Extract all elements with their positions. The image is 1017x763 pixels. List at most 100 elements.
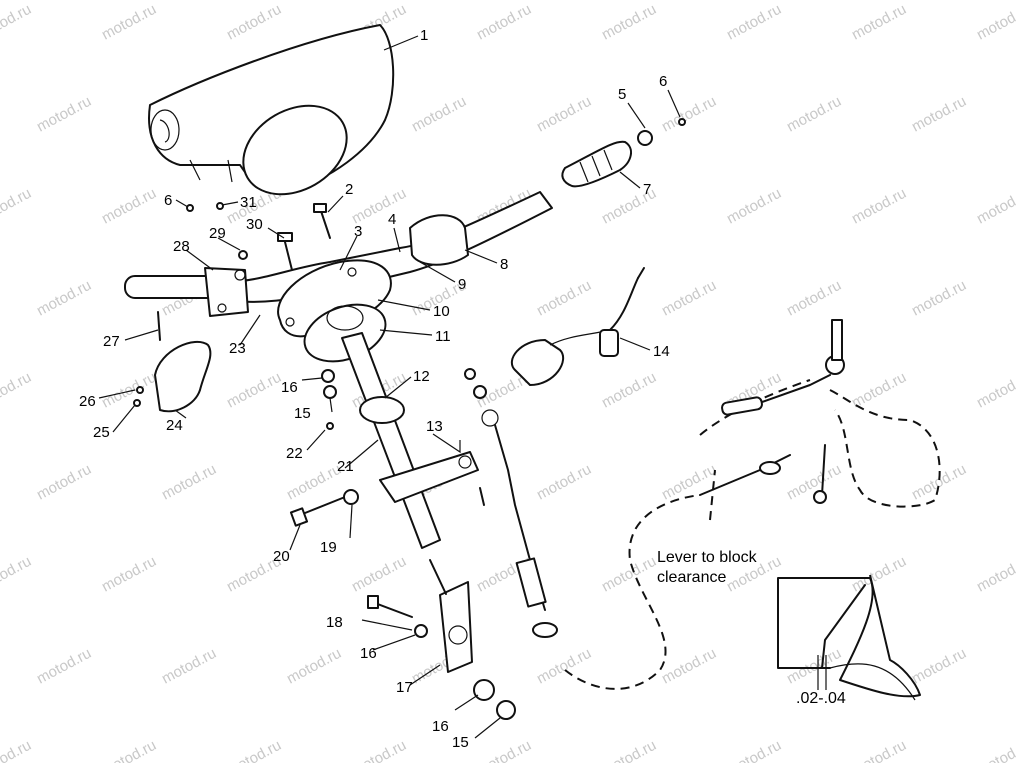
watermark-text: motod.ru [34, 645, 94, 688]
watermark-text: motod.ru [349, 737, 409, 763]
watermark-text: motod.ru [849, 369, 909, 412]
steering-hub-icon [277, 259, 392, 363]
watermark-text: motod.ru [974, 185, 1017, 228]
watermark-text: motod.ru [974, 369, 1017, 412]
watermark-text: motod.ru [534, 461, 594, 504]
watermark-text: motod.ru [409, 93, 469, 136]
watermark-text: motod.ru [99, 553, 159, 596]
watermark-text: motod.ru [534, 277, 594, 320]
watermark-text: motod.ru [724, 737, 784, 763]
watermark-text: motod.ru [159, 461, 219, 504]
watermark-text: motod.ru [784, 277, 844, 320]
callout-17: 17 [396, 679, 413, 696]
clearance-inset [777, 574, 921, 701]
watermark-text: motod.ru [849, 553, 909, 596]
watermark-text: motod.ru [34, 93, 94, 136]
callout-22: 22 [286, 445, 303, 462]
tether-switch-icon [510, 267, 645, 386]
callout-23: 23 [229, 340, 246, 357]
callout-6-pad: 6 [164, 192, 172, 209]
watermark-text: motod.ru [284, 461, 344, 504]
watermark-text: motod.ru [99, 1, 159, 44]
callout-25: 25 [93, 424, 110, 441]
watermark-text: motod.ru [284, 645, 344, 688]
watermark-text: motod.ru [159, 645, 219, 688]
callout-16: 16 [281, 379, 298, 396]
watermark-text: motod.ru [99, 185, 159, 228]
watermark-text: motod.ru [974, 1, 1017, 44]
watermark-text: motod.ru [659, 645, 719, 688]
watermark-text: motod.ru [0, 553, 34, 596]
watermark-text: motod.ru [909, 461, 969, 504]
watermark-text: motod.ru [534, 93, 594, 136]
lever-note-line2: clearance [657, 569, 726, 586]
watermark-text: motod.ru [974, 553, 1017, 596]
watermark-text: motod.ru [784, 93, 844, 136]
watermark-text: motod.ru [849, 185, 909, 228]
hardware-icon [133, 202, 516, 720]
callout-15-bottom: 15 [452, 734, 469, 751]
callout-31: 31 [240, 194, 257, 211]
callout-27: 27 [103, 333, 120, 350]
watermark-text: motod.ru [99, 737, 159, 763]
throttle-cable-icon [481, 374, 831, 690]
callout-6: 6 [659, 73, 667, 90]
watermark-text: motod.ru [909, 93, 969, 136]
callout-24: 24 [166, 417, 183, 434]
callout-2: 2 [345, 181, 353, 198]
watermark-text: motod.ru [599, 1, 659, 44]
watermark-text: motod.ru [474, 1, 534, 44]
callout-16-bottom: 16 [432, 718, 449, 735]
watermark-text: motod.ru [909, 645, 969, 688]
watermark-text: motod.ru [34, 461, 94, 504]
watermark-text: motod.ru [724, 1, 784, 44]
watermark-text: motod.ru [224, 369, 284, 412]
callout-4: 4 [388, 211, 396, 228]
watermark-text: motod.ru [224, 1, 284, 44]
watermark-text: motod.ru [849, 737, 909, 763]
callout-5: 5 [618, 86, 626, 103]
steering-column-icon [341, 332, 479, 673]
callout-9: 9 [458, 276, 466, 293]
watermark-text: motod.ru [224, 737, 284, 763]
callout-11: 11 [435, 328, 451, 345]
callout-30: 30 [246, 216, 263, 233]
callout-14: 14 [653, 343, 670, 360]
callout-26: 26 [79, 393, 96, 410]
watermark-text: motod.ru [0, 737, 34, 763]
callout-3: 3 [354, 223, 362, 240]
callout-20: 20 [273, 548, 290, 565]
callout-10: 10 [433, 303, 450, 320]
brake-lever-icon [813, 319, 941, 508]
watermark-text: motod.ru [974, 737, 1017, 763]
watermark-text: motod.ru [0, 369, 34, 412]
watermark-text: motod.ru [599, 553, 659, 596]
watermark-text: motod.ru [599, 737, 659, 763]
watermark-text: motod.ru [0, 1, 34, 44]
watermark-text: motod.ru [474, 737, 534, 763]
callout-8: 8 [500, 256, 508, 273]
callouts: 1 2 3 4 5 6 7 8 9 10 11 12 13 14 15 16 1… [79, 27, 670, 751]
watermark-text: motod.ru [724, 185, 784, 228]
callout-18: 18 [326, 614, 343, 631]
handlebar-pad-icon [148, 24, 395, 196]
lever-note-line1: Lever to block [657, 549, 758, 566]
callout-7: 7 [643, 181, 651, 198]
watermark-text: motod.ru [34, 277, 94, 320]
watermark-text: motod.ru [659, 277, 719, 320]
watermark-text: motod.ru [659, 93, 719, 136]
callout-21: 21 [337, 458, 354, 475]
leader-lines [98, 35, 681, 739]
callout-29: 29 [209, 225, 226, 242]
clearance-value: .02-.04 [796, 690, 846, 707]
watermark-text: motod.ru [0, 185, 34, 228]
callout-28: 28 [173, 238, 190, 255]
grip-icon [561, 118, 686, 188]
callout-16-lower: 16 [360, 645, 377, 662]
callout-13: 13 [426, 418, 443, 435]
callout-15: 15 [294, 405, 311, 422]
watermark-text: motod.ru [909, 277, 969, 320]
watermark-text: motod.ru [99, 369, 159, 412]
hand-guard-icon [154, 340, 212, 413]
